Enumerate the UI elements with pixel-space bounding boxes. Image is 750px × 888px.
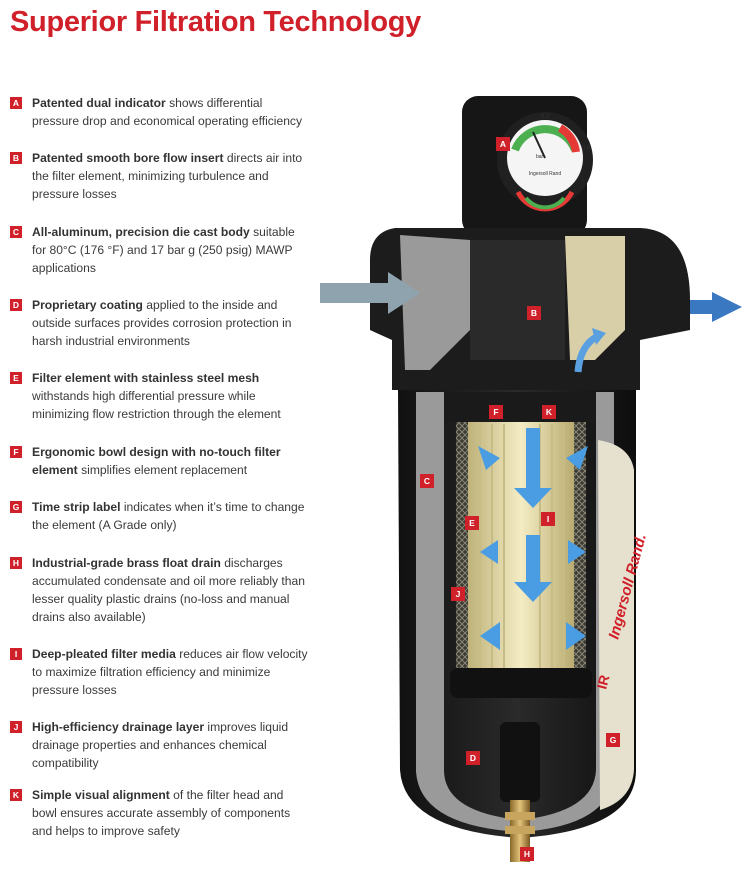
flow-arrows xyxy=(478,428,588,650)
float-drain xyxy=(500,722,540,802)
callout-i: I xyxy=(541,512,555,526)
feature-d: D Proprietary coating applied to the ins… xyxy=(10,296,310,350)
feature-title: High-efficiency drainage layer xyxy=(32,720,205,734)
feature-title: Time strip label xyxy=(32,500,121,514)
feature-badge: D xyxy=(10,299,22,311)
svg-text:B: B xyxy=(531,308,537,318)
callout-b: B xyxy=(527,306,541,320)
callout-k: K xyxy=(542,405,556,419)
feature-desc: applied to the inside and outside surfac… xyxy=(32,298,292,348)
gauge-unit-label: bar xyxy=(536,154,544,160)
gauge-low-label: 0.3 xyxy=(541,114,550,120)
filter-head: 0.3 0.6 bar Ingersoll Rand xyxy=(462,96,593,236)
cutaway-bowl-wall xyxy=(416,392,614,832)
feature-badge: I xyxy=(10,648,22,660)
feature-title: Patented smooth bore flow insert xyxy=(32,151,224,165)
feature-j: J High-efficiency drainage layer improve… xyxy=(10,718,310,772)
feature-e: E Filter element with stainless steel me… xyxy=(10,369,310,423)
feature-desc: shows differential pressure drop and eco… xyxy=(32,96,303,128)
feature-desc: suitable for 80°C (176 °F) and 17 bar g … xyxy=(32,225,295,275)
svg-text:A: A xyxy=(500,139,506,149)
svg-text:J: J xyxy=(456,589,461,599)
feature-badge: K xyxy=(10,789,22,801)
feature-desc: of the filter head and bowl ensures accu… xyxy=(32,788,291,838)
inlet-arrow xyxy=(320,272,420,314)
callout-e: E xyxy=(465,516,479,530)
svg-text:G: G xyxy=(610,735,617,745)
callout-f: F xyxy=(489,405,503,419)
feature-f: F Ergonomic bowl design with no-touch fi… xyxy=(10,443,310,479)
feature-title: All-aluminum, precision die cast body xyxy=(32,225,250,239)
time-strip-label xyxy=(598,440,634,810)
feature-badge: H xyxy=(10,557,22,569)
gauge-high-label: 0.6 xyxy=(582,146,591,152)
feature-badge: A xyxy=(10,97,22,109)
feature-desc: withstands high differential pressure wh… xyxy=(32,389,281,421)
feature-h: H Industrial-grade brass float drain dis… xyxy=(10,554,310,626)
callout-h: H xyxy=(520,847,534,861)
feature-badge: G xyxy=(10,501,22,513)
feature-desc: simplifies element replacement xyxy=(77,463,248,477)
callout-a: A xyxy=(496,137,510,151)
cutaway-wall-right xyxy=(565,236,625,360)
feature-b: B Patented smooth bore flow insert direc… xyxy=(10,149,310,203)
callout-g: G xyxy=(606,733,620,747)
feature-i: I Deep-pleated filter media reduces air … xyxy=(10,645,310,699)
svg-text:I: I xyxy=(547,514,549,524)
feature-title: Proprietary coating xyxy=(32,298,143,312)
svg-text:K: K xyxy=(546,407,553,417)
filter-bowl xyxy=(398,390,636,862)
feature-k: K Simple visual alignment of the filter … xyxy=(10,786,310,840)
callout-d: D xyxy=(466,751,480,765)
feature-desc: directs air into the filter element, min… xyxy=(32,151,303,201)
feature-desc: reduces air flow velocity to maximize fi… xyxy=(32,647,308,697)
outlet-arrow xyxy=(690,292,742,322)
feature-c: C All-aluminum, precision die cast body … xyxy=(10,223,310,277)
feature-badge: C xyxy=(10,226,22,238)
svg-text:F: F xyxy=(493,407,498,417)
feature-title: Deep-pleated filter media xyxy=(32,647,176,661)
svg-text:E: E xyxy=(469,518,475,528)
svg-text:D: D xyxy=(470,753,476,763)
feature-title: Ergonomic bowl design with no-touch filt… xyxy=(32,445,281,477)
feature-badge: E xyxy=(10,372,22,384)
page-title: Superior Filtration Technology xyxy=(10,6,421,38)
feature-g: G Time strip label indicates when it’s t… xyxy=(10,498,310,534)
feature-desc: improves liquid drainage properties and … xyxy=(32,720,289,770)
feature-desc: indicates when it’s time to change the e… xyxy=(32,500,305,532)
feature-title: Industrial-grade brass float drain xyxy=(32,556,221,570)
feature-badge: J xyxy=(10,721,22,733)
ir-logo: IR xyxy=(593,673,612,691)
feature-title: Patented dual indicator xyxy=(32,96,166,110)
gauge-brand-label: Ingersoll Rand xyxy=(529,171,561,177)
cutaway-wall-left xyxy=(400,235,470,370)
feature-title: Filter element with stainless steel mesh xyxy=(32,371,260,385)
feature-desc: discharges accumulated condensate and oi… xyxy=(32,556,305,624)
svg-text:C: C xyxy=(424,476,430,486)
feature-title: Simple visual alignment xyxy=(32,788,170,802)
callout-j: J xyxy=(451,587,465,601)
feature-badge: F xyxy=(10,446,22,458)
feature-a: A Patented dual indicator shows differen… xyxy=(10,94,310,130)
svg-text:H: H xyxy=(524,849,530,859)
feature-badge: B xyxy=(10,152,22,164)
callout-c: C xyxy=(420,474,434,488)
